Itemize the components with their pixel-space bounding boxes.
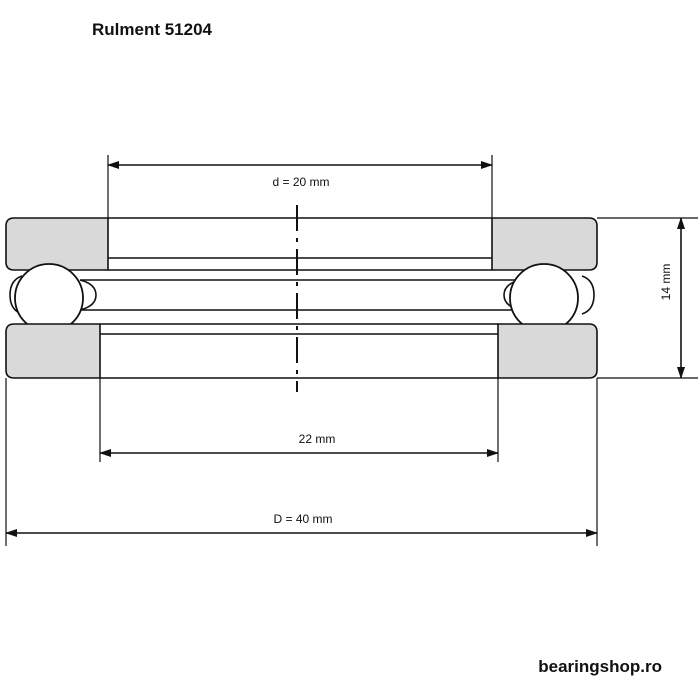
housing-washer: [5, 323, 598, 379]
dimension-height: 14 mm: [597, 217, 698, 379]
product-title: Rulment 51204: [92, 20, 212, 39]
dimension-housing-bore-label: 22 mm: [299, 432, 336, 446]
brand-watermark: bearingshop.ro: [538, 657, 662, 676]
ball-cage: [9, 275, 595, 315]
dimension-height-label: 14 mm: [659, 264, 673, 301]
dimension-D-label: D = 40 mm: [273, 512, 332, 526]
dimension-housing-bore: 22 mm: [99, 378, 499, 462]
ball-left: [14, 263, 84, 333]
ball-right: [509, 263, 579, 333]
shaft-washer: [5, 217, 598, 271]
dimension-d: d = 20 mm: [107, 155, 493, 218]
dimension-d-label: d = 20 mm: [272, 175, 329, 189]
dimension-D: D = 40 mm: [5, 378, 598, 546]
